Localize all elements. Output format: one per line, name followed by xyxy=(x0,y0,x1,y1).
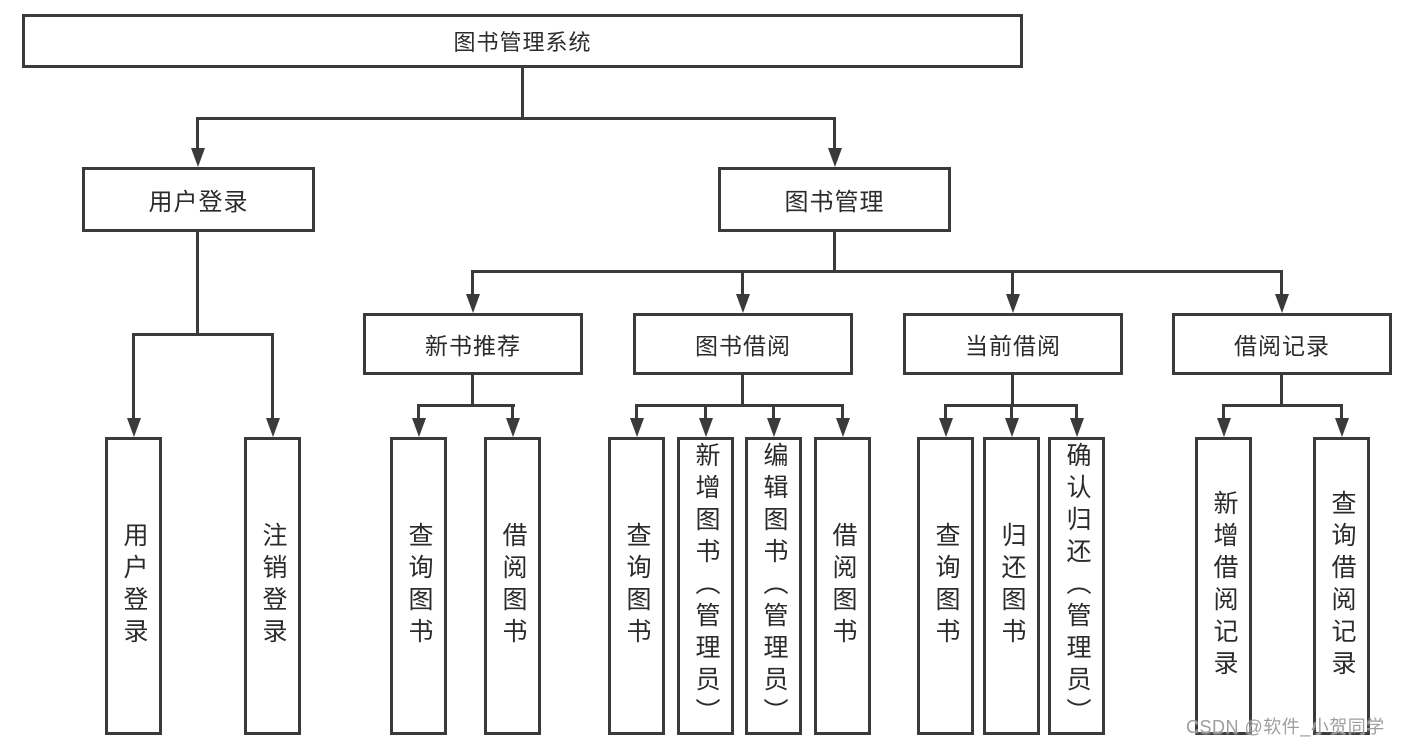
leaf-current-confirm-return-admin: 确认归还（管理员） xyxy=(1048,437,1105,735)
node-label: 查询图书 xyxy=(932,522,960,650)
node-label: 图书管理系统 xyxy=(453,30,592,55)
node-label: 注销登录 xyxy=(259,522,287,650)
connector-line xyxy=(521,66,524,120)
node-label: 确认归还（管理员） xyxy=(1063,442,1091,730)
leaf-current-return-books: 归还图书 xyxy=(983,437,1040,735)
leaf-recommend-query-books: 查询图书 xyxy=(390,437,447,735)
connector-line xyxy=(635,404,843,407)
node-label: 新增借阅记录 xyxy=(1210,490,1238,682)
connector-line xyxy=(1010,404,1013,420)
arrowhead xyxy=(828,148,842,167)
connector-line xyxy=(1222,404,1343,407)
connector-line xyxy=(471,270,474,296)
leaf-recommend-borrow-books: 借阅图书 xyxy=(484,437,541,735)
node-user-login: 用户登录 xyxy=(82,167,315,232)
leaf-borrow-edit-books-admin: 编辑图书（管理员） xyxy=(745,437,802,735)
connector-line xyxy=(635,404,638,420)
arrowhead xyxy=(1006,294,1020,313)
connector-line xyxy=(132,333,135,419)
connector-line xyxy=(196,117,836,120)
connector-line xyxy=(1222,404,1225,420)
node-new-book-recommendation: 新书推荐 xyxy=(363,313,583,375)
arrowhead xyxy=(630,418,644,437)
node-label: 编辑图书（管理员） xyxy=(760,442,788,730)
connector-line xyxy=(196,230,199,336)
arrowhead xyxy=(127,418,141,437)
connector-line xyxy=(511,404,514,420)
node-label: 查询图书 xyxy=(405,522,433,650)
connector-line xyxy=(196,117,199,150)
node-book-management: 图书管理 xyxy=(718,167,951,232)
node-label: 用户登录 xyxy=(120,522,148,650)
connector-line xyxy=(471,372,474,407)
arrowhead xyxy=(836,418,850,437)
node-library-system: 图书管理系统 xyxy=(22,14,1023,68)
node-label: 当前借阅 xyxy=(965,333,1061,359)
connector-line xyxy=(1075,404,1078,420)
node-book-borrowing: 图书借阅 xyxy=(633,313,853,375)
leaf-login-user-login: 用户登录 xyxy=(105,437,162,735)
node-label: 查询图书 xyxy=(623,522,651,650)
arrowhead xyxy=(939,418,953,437)
connector-line xyxy=(1011,372,1014,407)
connector-line xyxy=(841,404,844,420)
leaf-current-query-books: 查询图书 xyxy=(917,437,974,735)
node-current-borrowing: 当前借阅 xyxy=(903,313,1123,375)
csdn-watermark: CSDN @软件_小贺同学 xyxy=(1186,717,1385,737)
leaf-login-logout: 注销登录 xyxy=(244,437,301,735)
leaf-records-query-record: 查询借阅记录 xyxy=(1313,437,1370,735)
arrowhead xyxy=(736,294,750,313)
arrowhead xyxy=(1217,418,1231,437)
connector-line xyxy=(833,230,836,273)
connector-line xyxy=(704,404,707,420)
arrowhead xyxy=(1005,418,1019,437)
connector-line xyxy=(417,404,515,407)
arrowhead xyxy=(412,418,426,437)
node-label: 借阅图书 xyxy=(829,522,857,650)
connector-line xyxy=(944,404,947,420)
connector-line xyxy=(833,117,836,150)
connector-line xyxy=(1280,270,1283,296)
connector-line xyxy=(271,333,274,419)
connector-line xyxy=(471,270,1283,273)
arrowhead xyxy=(466,294,480,313)
arrowhead xyxy=(266,418,280,437)
arrowhead xyxy=(767,418,781,437)
node-label: 图书借阅 xyxy=(695,333,791,359)
connector-line xyxy=(417,404,420,420)
connector-line xyxy=(741,372,744,407)
arrowhead xyxy=(191,148,205,167)
node-label: 用户登录 xyxy=(148,189,249,216)
node-borrowing-records: 借阅记录 xyxy=(1172,313,1392,375)
connector-line xyxy=(132,333,274,336)
leaf-borrow-add-books-admin: 新增图书（管理员） xyxy=(677,437,734,735)
node-label: 新增图书（管理员） xyxy=(692,442,720,730)
connector-line xyxy=(772,404,775,420)
node-label: 借阅图书 xyxy=(499,522,527,650)
arrowhead xyxy=(1275,294,1289,313)
node-label: 新书推荐 xyxy=(425,333,521,359)
connector-line xyxy=(1340,404,1343,420)
leaf-borrow-borrow-books: 借阅图书 xyxy=(814,437,871,735)
connector-line xyxy=(1011,270,1014,296)
leaf-borrow-query-books: 查询图书 xyxy=(608,437,665,735)
node-label: 图书管理 xyxy=(784,189,885,216)
node-label: 借阅记录 xyxy=(1234,333,1330,359)
leaf-records-add-record: 新增借阅记录 xyxy=(1195,437,1252,735)
node-label: 归还图书 xyxy=(998,522,1026,650)
arrowhead xyxy=(699,418,713,437)
arrowhead xyxy=(1070,418,1084,437)
arrowhead xyxy=(506,418,520,437)
arrowhead xyxy=(1335,418,1349,437)
connector-line xyxy=(741,270,744,296)
connector-line xyxy=(1280,372,1283,407)
node-label: 查询借阅记录 xyxy=(1328,490,1356,682)
